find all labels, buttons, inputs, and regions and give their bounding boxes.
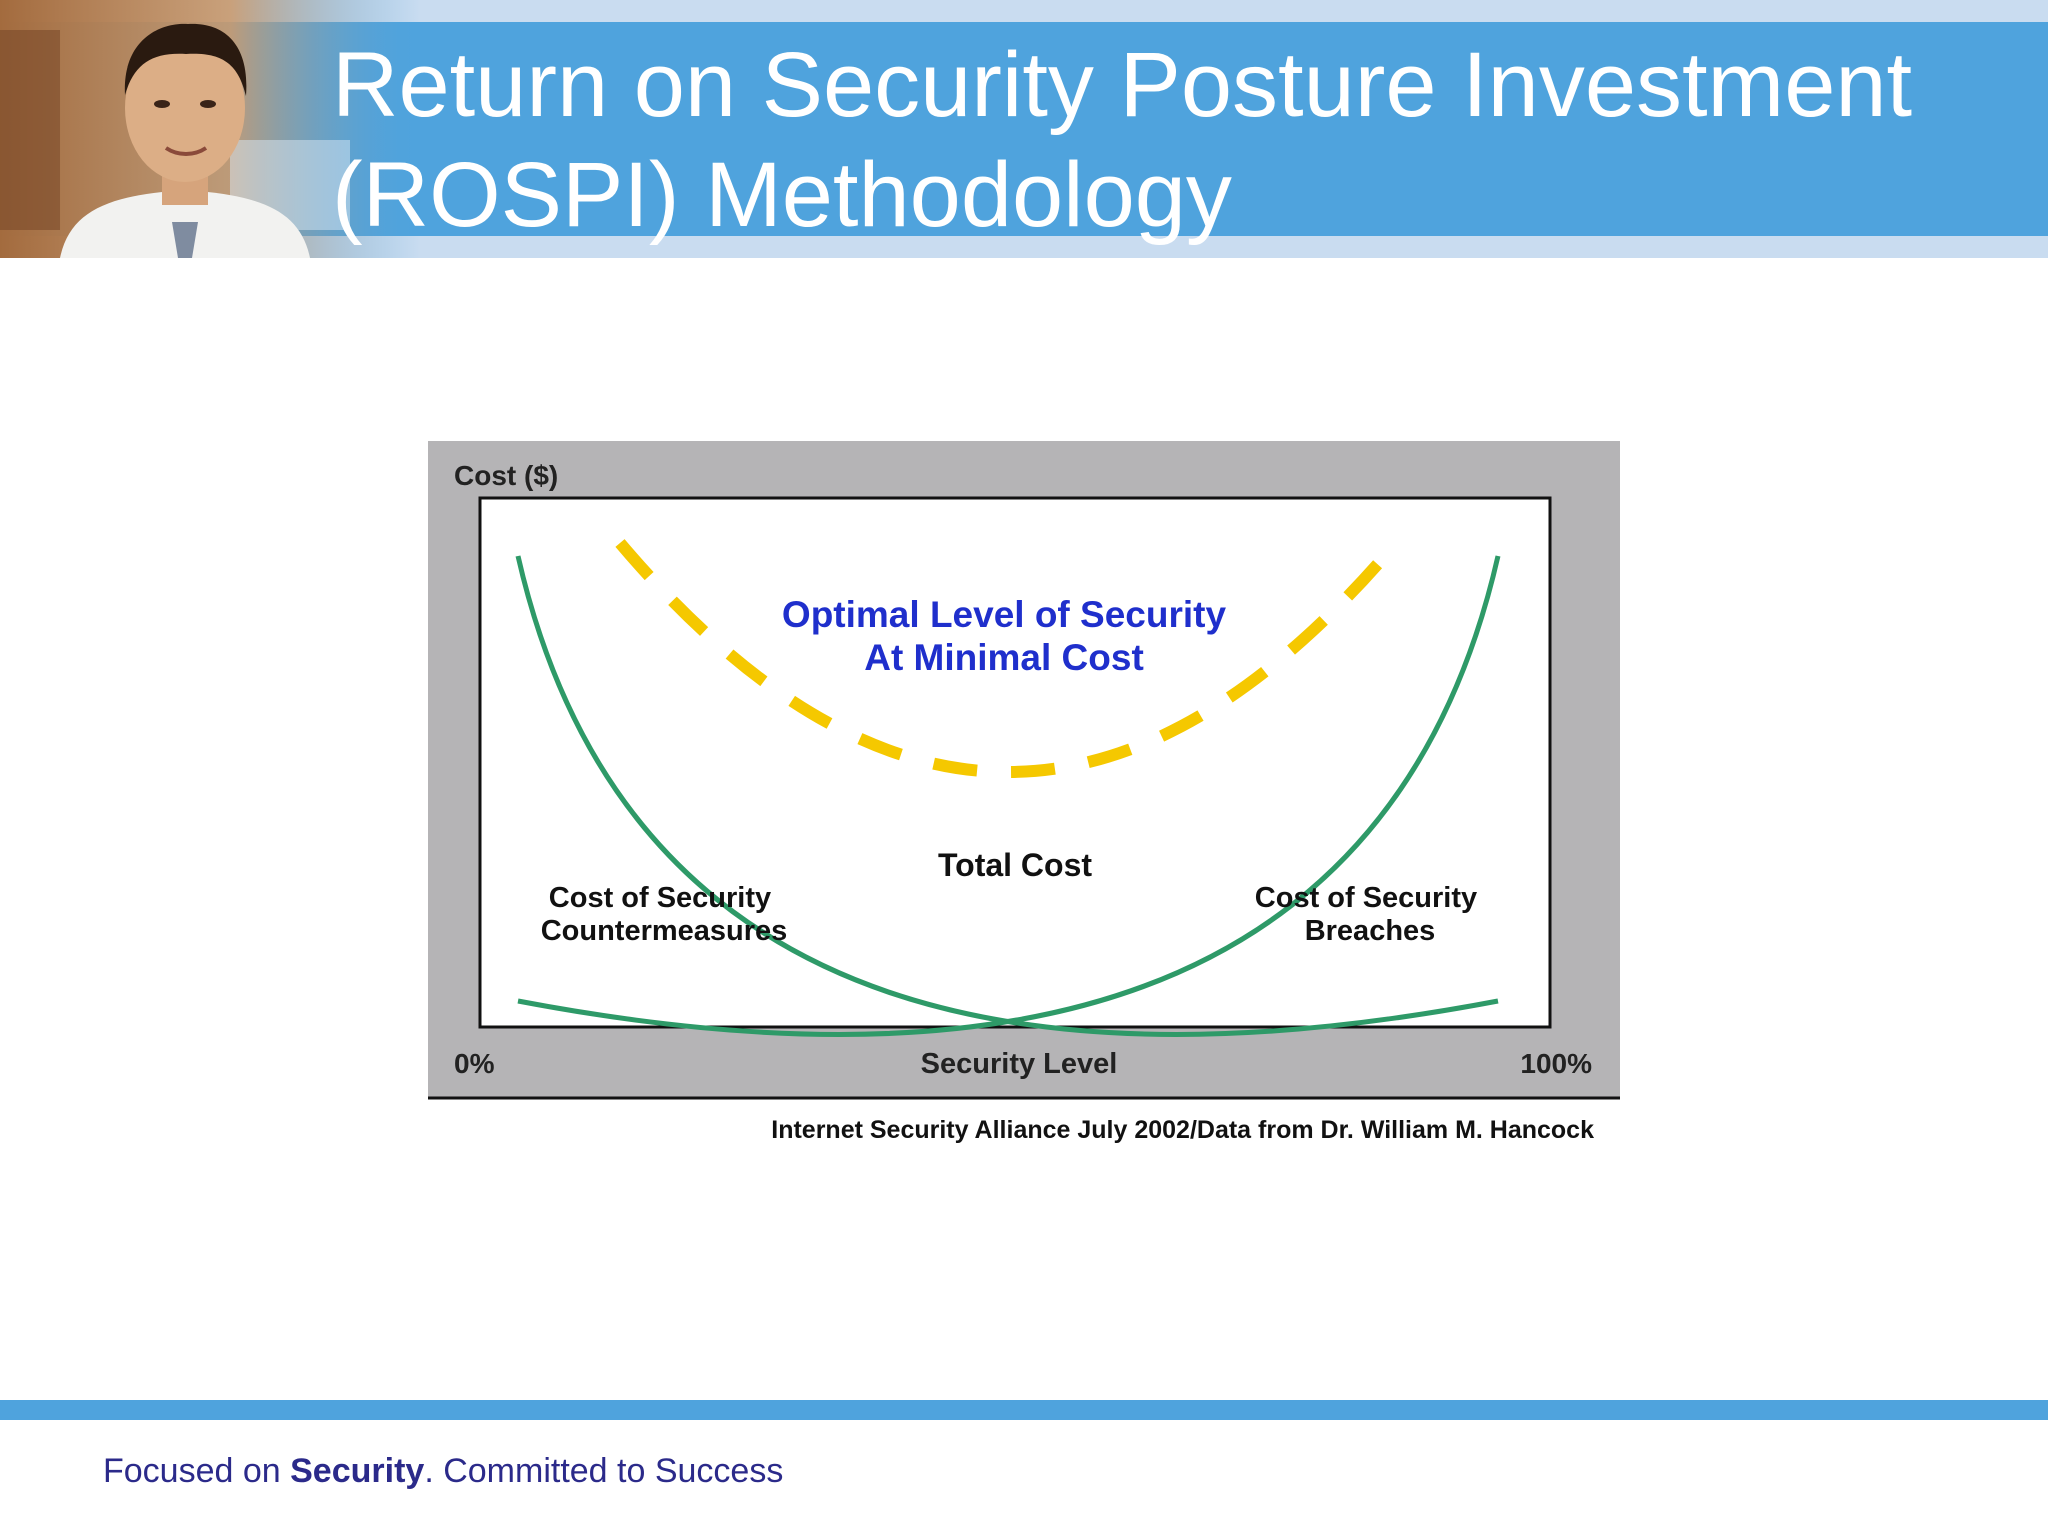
x-min-label: 0% [454, 1048, 495, 1079]
header-band-bottom [0, 236, 2048, 258]
slide-header: Return on Security Posture Investment (R… [0, 0, 2048, 258]
optimum-label-line-1: Optimal Level of Security [782, 594, 1227, 635]
countermeasures-label-line-2: Countermeasures [541, 915, 788, 947]
breaches-label-line-1: Cost of Security [1255, 882, 1477, 914]
footer-tagline: Focused on Security. Committed to Succes… [103, 1452, 783, 1491]
rospi-chart: Cost ($) Optimal Level of Security At Mi… [428, 441, 1620, 1101]
total-cost-label: Total Cost [938, 847, 1092, 883]
tagline-pre: Focused on [103, 1452, 291, 1490]
total-cost-curve [615, 539, 1401, 778]
tagline-post: . Committed to Success [424, 1452, 784, 1490]
title-line-2: (ROSPI) Methodology [332, 144, 1232, 246]
footer-bar [0, 1400, 2048, 1420]
plot-area [478, 496, 1552, 1029]
slide-title: Return on Security Posture Investment (R… [332, 30, 2032, 250]
header-band-top [0, 0, 2048, 22]
rospi-chart-svg: Cost ($) Optimal Level of Security At Mi… [428, 441, 1620, 1100]
y-axis-label: Cost ($) [454, 460, 558, 491]
countermeasures-cost-curve [515, 555, 1499, 1037]
title-line-1: Return on Security Posture Investment [332, 34, 1913, 136]
businessman-photo [0, 0, 420, 258]
tagline-bold: Security [290, 1452, 425, 1490]
countermeasures-label: Cost of Security Countermeasures [541, 882, 788, 947]
optimum-label-line-2: At Minimal Cost [864, 637, 1144, 678]
source-citation: Internet Security Alliance July 2002/Dat… [771, 1116, 1594, 1144]
breaches-label: Cost of Security Breaches [1255, 882, 1485, 947]
countermeasures-label-line-1: Cost of Security [549, 882, 771, 914]
breaches-cost-curve [517, 555, 1501, 1037]
x-max-label: 100% [1520, 1048, 1592, 1079]
breaches-label-line-2: Breaches [1305, 915, 1436, 947]
x-axis-label: Security Level [921, 1048, 1118, 1080]
